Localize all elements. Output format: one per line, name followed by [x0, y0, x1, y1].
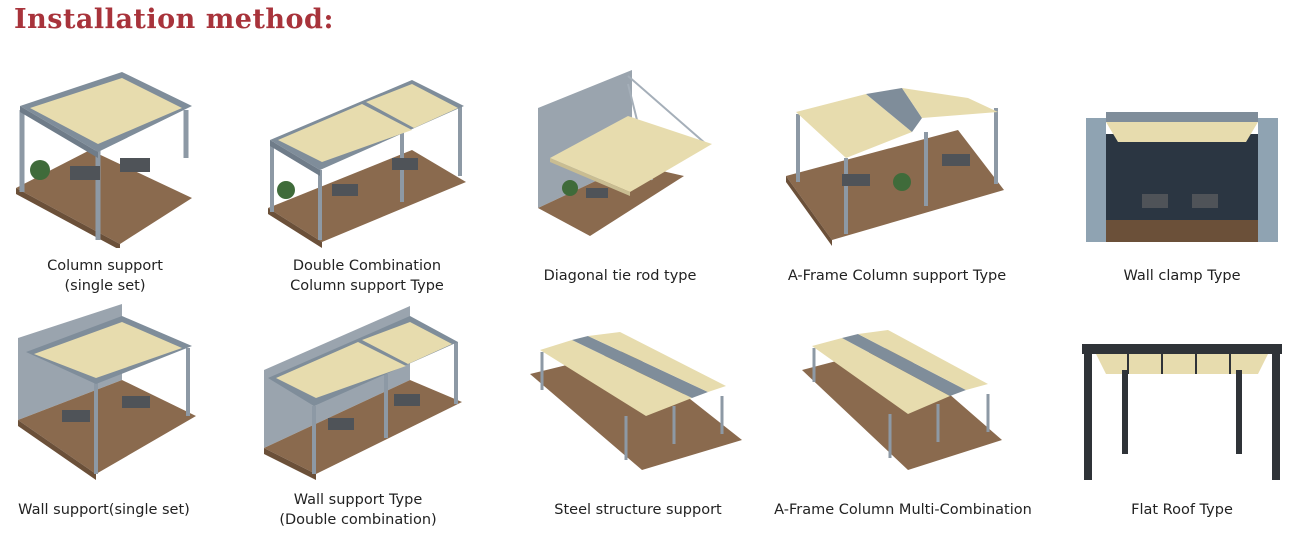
install-item-caption: Wall support(single set) — [18, 502, 190, 518]
pergola-wall-single-icon — [18, 304, 196, 480]
install-item-wall-double: Wall support Type (Double combination) — [258, 298, 468, 528]
install-item-steel-structure: Steel structure support — [526, 330, 750, 530]
install-item-caption: Double Combination Column support Type — [290, 258, 444, 294]
install-item-a-frame: A-Frame Column support Type — [782, 58, 1012, 298]
install-item-caption: Steel structure support — [554, 502, 722, 518]
install-item-flat-roof: Flat Roof Type — [1082, 340, 1292, 530]
pergola-wall-double-icon — [264, 306, 462, 480]
install-item-caption: Wall support Type (Double combination) — [279, 492, 437, 528]
pergola-column-single-icon — [16, 72, 192, 248]
install-item-caption: A-Frame Column support Type — [787, 268, 1007, 284]
install-item-caption: A-Frame Column Multi-Combination — [774, 502, 1032, 518]
pergola-diagonal-tie-rod-icon — [538, 70, 712, 236]
pergola-steel-structure-icon — [530, 332, 742, 470]
pergola-flat-roof-icon — [1082, 344, 1282, 480]
page-title: Installation method: — [14, 4, 334, 35]
install-item-double-column: Double Combination Column support Type — [262, 58, 472, 298]
install-item-wall-single: Wall support(single set) — [10, 298, 210, 528]
install-item-a-frame-multi: A-Frame Column Multi-Combination — [774, 330, 1032, 530]
pergola-double-column-icon — [268, 80, 466, 248]
install-item-caption: Flat Roof Type — [1131, 502, 1233, 518]
install-item-column-single: Column support (single set) — [10, 58, 200, 298]
install-item-caption: Column support (single set) — [47, 258, 163, 294]
pergola-a-frame-icon — [786, 88, 1004, 246]
install-item-caption: Diagonal tie rod type — [543, 268, 697, 284]
install-item-caption: Wall clamp Type — [1123, 268, 1241, 284]
install-item-wall-clamp: Wall clamp Type — [1082, 98, 1282, 298]
pergola-wall-clamp-icon — [1086, 112, 1278, 242]
pergola-a-frame-multi-icon — [802, 330, 1002, 470]
install-item-diagonal-tie-rod: Diagonal tie rod type — [520, 58, 720, 298]
